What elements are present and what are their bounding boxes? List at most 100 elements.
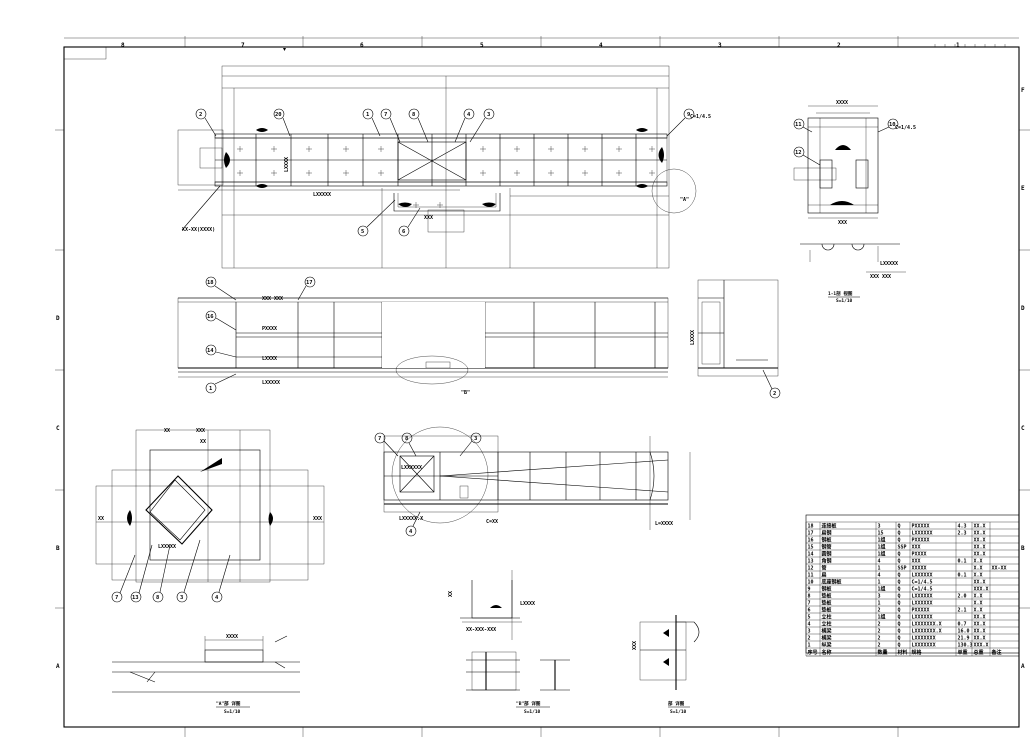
- bom-cell: Q: [898, 608, 901, 614]
- bom-cell: X.X: [974, 608, 983, 614]
- detail-dim: XX: [164, 428, 170, 434]
- bom-cell: X.X: [974, 573, 983, 579]
- plan-view: "A" LXXXXX XXX XX-XX(XXXX) C=1/4.5 LXXXX…: [177, 65, 711, 269]
- orientation-marker: [283, 48, 286, 51]
- balloon: 7: [115, 595, 118, 601]
- bom-cell: 2: [878, 629, 881, 635]
- bom-cell: XX.X: [974, 580, 986, 586]
- zone-label-side: A: [1021, 663, 1025, 670]
- small-section-note: LXXXX: [520, 601, 535, 607]
- detail-b-scale: S=1/10: [524, 709, 541, 715]
- balloon: 3: [474, 436, 477, 442]
- bom-cell: 钢板: [822, 537, 833, 544]
- balloon: 14: [207, 348, 214, 354]
- bom-cell: XXX: [912, 559, 921, 565]
- detail-dim: XX: [200, 439, 206, 445]
- detail-note: LXXXXX: [158, 544, 176, 550]
- bom-cell: LXXXXXX: [912, 601, 933, 607]
- zone-label-top: 5: [480, 42, 484, 49]
- zone-label-top: 3: [718, 42, 722, 49]
- section-note: XXX XXX: [870, 274, 891, 280]
- detail-dim: XXX: [196, 428, 205, 434]
- balloon: 13: [132, 595, 139, 601]
- bom-cell: 圆钢: [822, 551, 832, 558]
- bom-cell: LXXXXXX: [912, 615, 933, 621]
- bom-cell: 0.1: [958, 573, 967, 579]
- bom-cell: XX-XX: [992, 566, 1007, 572]
- bom-cell: XXX: [912, 545, 921, 551]
- zone-label-side: E: [1021, 185, 1025, 192]
- balloon: 12: [795, 150, 802, 156]
- bom-cell: 2.3: [958, 531, 967, 537]
- bom-cell: Q: [898, 594, 901, 600]
- detail-b-title: "B"部 详图: [516, 700, 541, 707]
- bom-header-cell: 总重: [974, 649, 984, 656]
- bom-cell: 1: [878, 580, 881, 586]
- bom-cell: XX.X: [974, 615, 986, 621]
- zone-label-side: A: [56, 663, 60, 670]
- detail-a-title: "A"部 详图: [216, 700, 241, 707]
- bom-cell: XX.X: [974, 531, 986, 537]
- detail-a-scale: S=1/10: [224, 709, 241, 715]
- bom-cell: 垫板: [822, 593, 833, 600]
- bom-cell: 纵梁: [822, 642, 833, 649]
- bom-cell: 角钢: [821, 558, 832, 565]
- bom-cell: Q: [898, 552, 901, 558]
- bom-cell: SSP: [898, 566, 907, 572]
- detail-left-view: XX XXX XX XX XXX LXXXXX 7 13 8 3 4: [95, 428, 325, 603]
- bom-cell: XX.X: [974, 545, 986, 551]
- zone-label-side: C: [1021, 425, 1025, 432]
- svg-text:XXX: XXX: [838, 220, 847, 226]
- bom-cell: 4: [808, 622, 811, 628]
- bom-cell: XX.X: [974, 524, 986, 530]
- balloon: 3: [487, 112, 490, 118]
- bom-cell: 9: [808, 587, 811, 593]
- weld-mark: [224, 152, 230, 168]
- balloon: 16: [207, 314, 214, 320]
- balloon: 1: [209, 386, 213, 392]
- section-scale: S=1/10: [836, 298, 853, 304]
- zone-label-side: F: [1021, 87, 1025, 94]
- bom-cell: XXX.X: [974, 643, 989, 649]
- bom-cell: 18: [808, 524, 814, 530]
- detail-c-title: 部 详图: [668, 700, 685, 707]
- bom-header-cell: 单重: [958, 649, 968, 656]
- bom-cell: Q: [898, 636, 901, 642]
- balloon: 6: [402, 229, 406, 235]
- detail-note: LXXXXXX: [401, 465, 422, 471]
- bom-cell: 3: [878, 594, 881, 600]
- bom-cell: 5: [808, 615, 811, 621]
- bom-cell: Q: [898, 622, 901, 628]
- bom-cell: X.X: [974, 594, 983, 600]
- balloon: 7: [384, 112, 387, 118]
- bom-cell: 14: [808, 552, 814, 558]
- plan-note: LXXXXX: [313, 192, 331, 198]
- bom-cell: 垫板: [822, 600, 833, 607]
- bom-cell: X.X: [974, 601, 983, 607]
- bom-cell: 1组: [878, 551, 886, 558]
- bom-cell: SSP: [898, 545, 907, 551]
- bom-cell: X.X: [974, 566, 983, 572]
- svg-text:XXXX: XXXX: [226, 634, 238, 640]
- balloon: 8: [405, 436, 408, 442]
- bom-cell: 15: [878, 531, 884, 537]
- section-1-1-view: XXXX XXX C=1/4.5 11 10 12 LXXXXX XXX XXX…: [793, 100, 916, 304]
- bom-cell: 钢板: [822, 586, 833, 593]
- svg-text:XXX: XXX: [632, 641, 638, 650]
- bom-cell: 横梁: [821, 628, 833, 635]
- bom-cell: Q: [898, 559, 901, 565]
- zone-label-side: D: [56, 315, 60, 322]
- balloon: 8: [412, 112, 415, 118]
- plan-note: XX-XX(XXXX): [182, 227, 215, 233]
- detail-b-view: "B"部 详图 S=1/10: [466, 651, 570, 715]
- bom-cell: 2: [878, 608, 881, 614]
- bom-cell: LXXXXXXX: [912, 643, 936, 649]
- bom-header-cell: 材料: [898, 649, 908, 656]
- balloon: 10: [889, 122, 896, 128]
- zone-label-side: B: [56, 545, 60, 552]
- bom-cell: LXXXXXX: [912, 594, 933, 600]
- bom-cell: 17: [808, 531, 814, 537]
- bom-cell: Q: [898, 601, 901, 607]
